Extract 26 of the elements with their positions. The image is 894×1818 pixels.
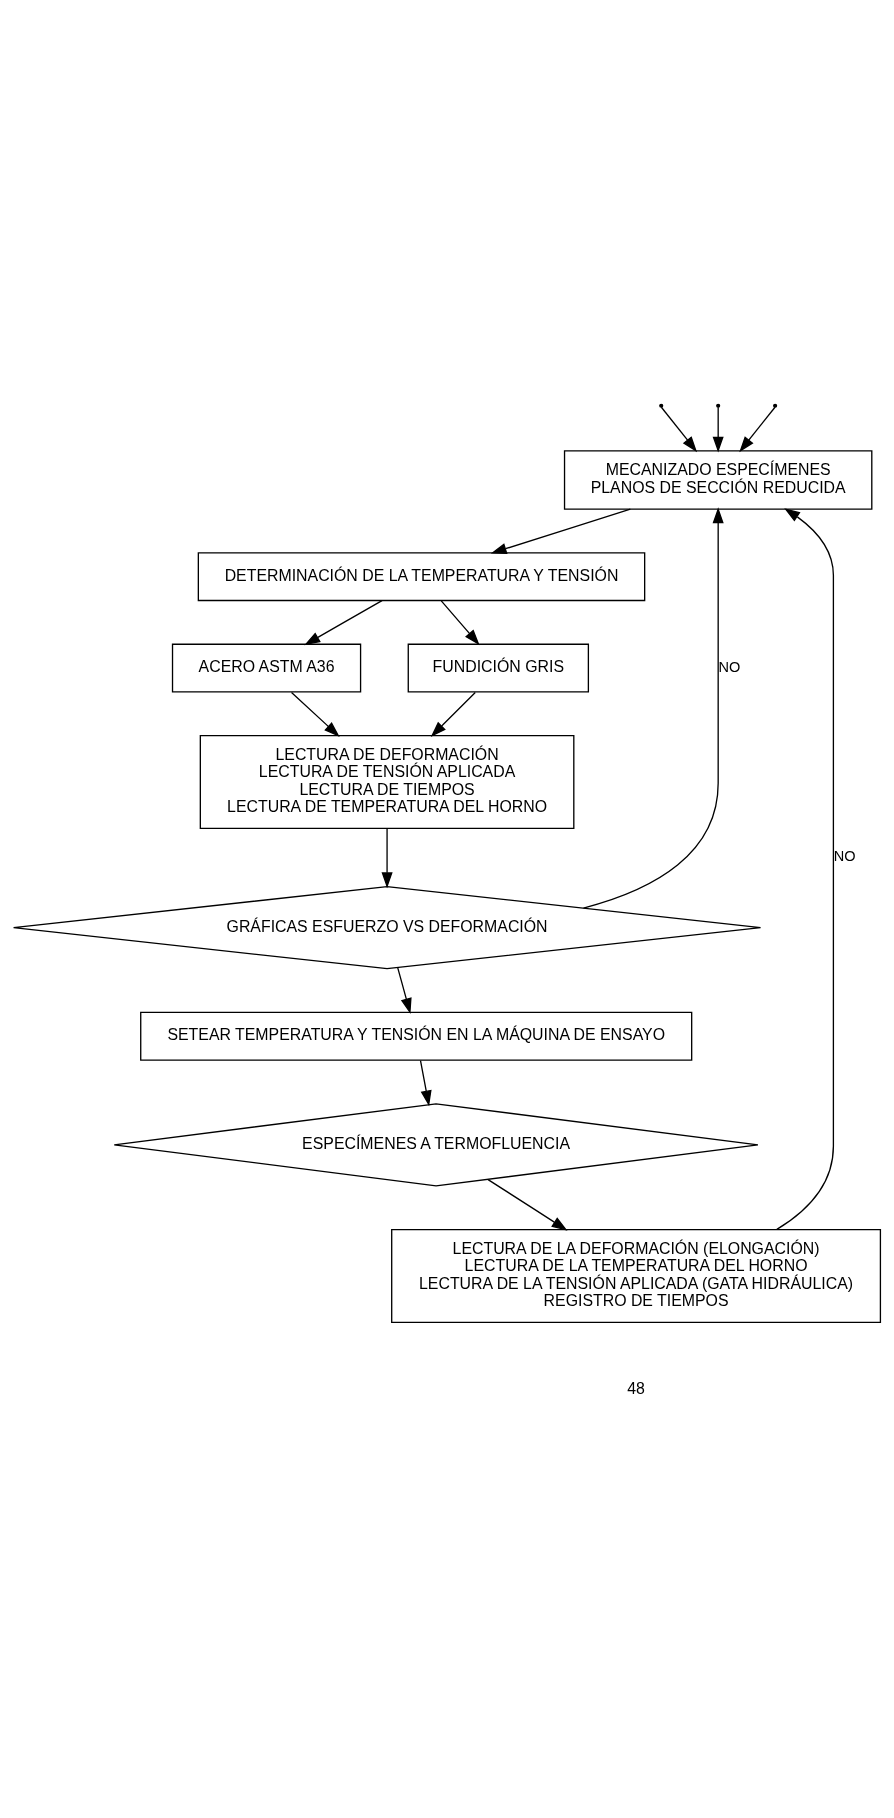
node-box: LECTURA DE DEFORMACIÓN LECTURA DE TENSIÓN APLICADA LECTURA DE TIEMPOS LECTURA DE TEMPERATURA DEL HORNO <box>199 734 575 829</box>
arrow <box>397 967 412 1015</box>
edge-label: NO <box>718 658 741 675</box>
node-box: DETERMINACIÓN DE LA TEMPERATURA Y TENSIÓN <box>197 552 646 602</box>
arrow <box>582 507 724 909</box>
arrow <box>739 406 776 453</box>
arrow <box>487 1178 568 1231</box>
arrow <box>440 600 480 646</box>
arrow <box>430 691 476 737</box>
arrow <box>776 508 835 1231</box>
node-box: FUNDICIÓN GRIS <box>407 643 590 693</box>
node-diamond: ESPECÍMENES A TERMOFLUENCIA <box>113 1103 759 1187</box>
arrow <box>304 599 383 646</box>
edge-label: NO <box>833 848 856 865</box>
node-box: LECTURA DE LA DEFORMACIÓN (ELONGACIÓN) LECTURA DE LA TEMPERATURA DEL HORNO LECTURA DE LA TENSIÓN APLICADA (GATA HIDRÁULICA) REGISTRO DE TIEMPOS <box>391 1228 882 1323</box>
arrow <box>490 508 631 554</box>
node-box: SETEAR TEMPERATURA Y TENSIÓN EN LA MÁQUINA DE ENSAYO <box>140 1011 693 1061</box>
node-box: MECANIZADO ESPECÍMENES PLANOS DE SECCIÓN REDUCIDA <box>563 450 873 510</box>
label: 48 <box>627 1379 645 1397</box>
arrow <box>419 1059 432 1107</box>
node-box: ACERO ASTM A36 <box>171 643 362 693</box>
arrow <box>660 406 698 453</box>
arrow <box>290 691 340 737</box>
node-diamond: GRÁFICAS ESFUERZO VS DEFORMACIÓN <box>12 885 762 970</box>
arrow <box>381 827 393 889</box>
arrow <box>712 406 724 453</box>
